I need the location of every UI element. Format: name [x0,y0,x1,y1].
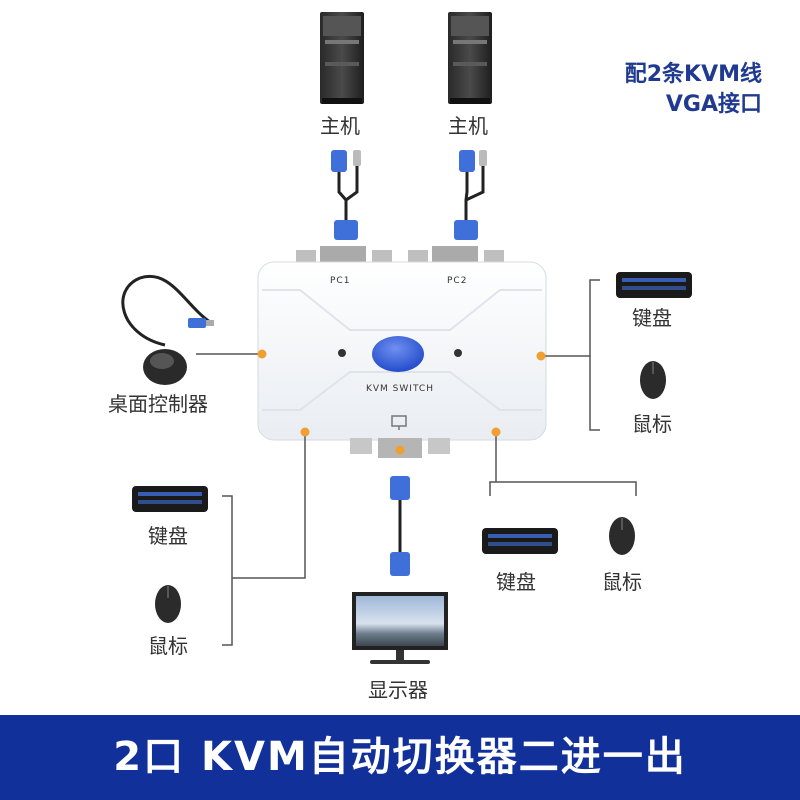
mouse-icon [609,517,635,555]
connector-lines [196,279,637,646]
monitor-icon [352,592,448,664]
keyboard-icon [132,486,208,512]
mouse-icon [155,585,181,623]
cable-note-line2: VGA接口 [665,92,762,117]
vga-cable [390,476,410,576]
mouse-icon [640,361,666,399]
desktop-controller [121,274,214,385]
monitor-label: 显示器 [368,678,428,702]
host-computer-1 [320,12,364,104]
kvm-cable-2 [454,150,487,240]
switch-button-icon [372,336,424,372]
cable-note: 配2条KVM线 VGA接口 [625,60,762,120]
bottom-mouse-label: 鼠标 [602,570,642,594]
port-label-pc1: PC1 [330,276,351,286]
cable-note-line1: 配2条KVM线 [624,62,762,87]
port-label-pc2: PC2 [447,276,468,286]
bottom-keyboard-label: 键盘 [496,570,536,594]
title-banner: 2口 KVM自动切换器二进一出 [0,715,800,800]
keyboard-icon [482,528,558,554]
connector-dots [257,349,546,455]
keyboard-icon [616,272,692,298]
host-label-1: 主机 [320,114,360,138]
desktop-controller-label: 桌面控制器 [108,392,208,416]
kvm-cable-1 [331,150,361,240]
right-keyboard-label: 键盘 [632,306,672,330]
host-label-2: 主机 [448,114,488,138]
left-mouse-label: 鼠标 [148,634,188,658]
left-keyboard-label: 键盘 [148,524,188,548]
kvm-switch [257,246,547,458]
right-mouse-label: 鼠标 [632,412,672,436]
switch-body-label: KVM SWITCH [366,384,434,394]
host-computer-2 [448,12,492,104]
